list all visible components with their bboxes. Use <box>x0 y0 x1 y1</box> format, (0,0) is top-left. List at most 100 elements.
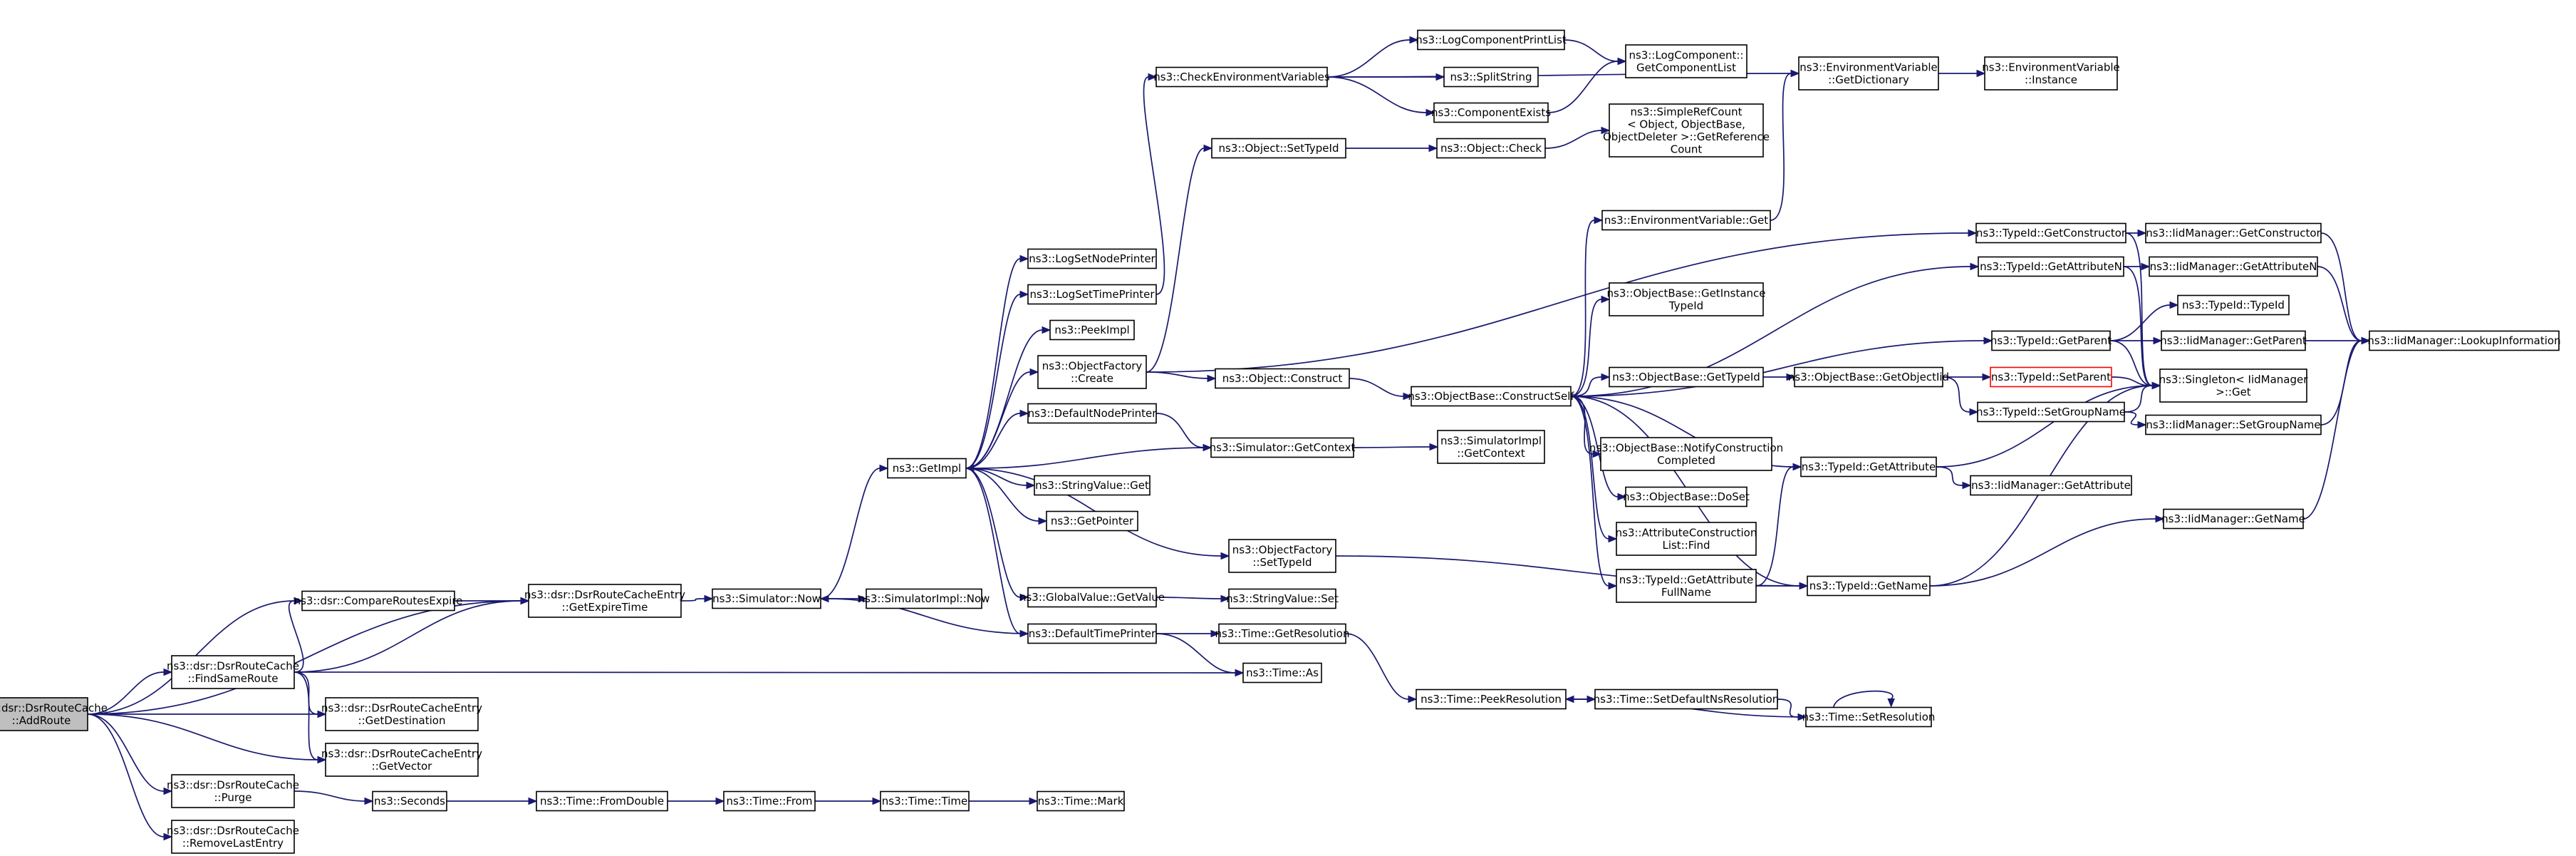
arrowhead <box>1203 144 1213 153</box>
node-peekimpl[interactable]: ns3::PeekImpl <box>1049 319 1135 341</box>
node-objsettypeid[interactable]: ns3::Object::SetTypeId <box>1211 138 1346 159</box>
node-defaultnodeprinter[interactable]: ns3::DefaultNodePrinter <box>1027 403 1158 424</box>
node-timefromdouble[interactable]: ns3::Time::FromDouble <box>536 790 668 812</box>
node-label: ns3::GetPointer <box>1051 515 1134 527</box>
node-simimplgetcontext[interactable]: ns3::SimulatorImpl::GetContext <box>1437 430 1545 464</box>
node-box <box>1436 138 1546 159</box>
node-checkenv[interactable]: ns3::CheckEnvironmentVariables <box>1153 66 1330 88</box>
node-typeidgetparent[interactable]: ns3::TypeId::GetParent <box>1990 330 2112 351</box>
edge-line <box>965 468 1021 598</box>
node-singletonget[interactable]: ns3::Singleton< IidManager >::Get <box>2159 368 2309 403</box>
node-timetime[interactable]: ns3::Time::Time <box>880 790 970 812</box>
arrowhead <box>163 668 173 676</box>
node-typeidgetconstructor[interactable]: ns3::TypeId::GetConstructor <box>1975 222 2126 244</box>
node-iidmgrgetparent[interactable]: ns3::IidManager::GetParent <box>2160 330 2307 351</box>
node-box <box>1155 66 1328 88</box>
node-envvargetdict[interactable]: ns3::EnvironmentVariable::GetDictionary <box>1798 56 1939 91</box>
node-label: ns3::TypeId::GetConstructor <box>1976 227 2126 239</box>
node-typeidgetname[interactable]: ns3::TypeId::GetName <box>1807 575 1931 597</box>
node-timefrom[interactable]: ns3::Time::From <box>723 790 816 812</box>
edge-simgetcontext-to-getimpl <box>965 447 1212 473</box>
node-typeidgetattribute[interactable]: ns3::TypeId::GetAttribute <box>1800 456 1937 478</box>
node-stringvalueget[interactable]: ns3::StringValue::Get <box>1034 475 1151 496</box>
node-getvector[interactable]: ns3::dsr::DsrRouteCacheEntry::GetVector <box>321 743 482 777</box>
node-objbasegetobjectiid[interactable]: ns3::ObjectBase::GetObjectIid <box>1788 366 1949 388</box>
arrowhead <box>1403 392 1413 401</box>
node-objbaseconstructself[interactable]: ns3::ObjectBase::ConstructSelf <box>1408 386 1574 407</box>
node-objbasedoset[interactable]: ns3::ObjectBase::DoSet <box>1623 486 1750 507</box>
edge-envvarget-to-envvargetdict <box>1770 69 1800 221</box>
node-objfactsettypeid[interactable]: ns3::ObjectFactory::SetTypeId <box>1228 539 1336 573</box>
node-objbasegettypeid[interactable]: ns3::ObjectBase::GetTypeId <box>1609 366 1764 388</box>
edge-line <box>965 371 1031 469</box>
node-objfactcreate[interactable]: ns3::ObjectFactory::Create <box>1037 355 1147 389</box>
node-logsetnodeprinter[interactable]: ns3::LogSetNodePrinter <box>1027 248 1157 269</box>
node-iidmgrgetconstructor[interactable]: ns3::IidManager::GetConstructor <box>2145 222 2322 244</box>
node-getdestination[interactable]: ns3::dsr::DsrRouteCacheEntry::GetDestina… <box>321 697 482 731</box>
node-label: ns3::CheckEnvironmentVariables <box>1153 71 1330 83</box>
arrowhead <box>1968 229 1978 237</box>
node-componentexists[interactable]: ns3::ComponentExists <box>1431 102 1551 123</box>
node-envvarinstance[interactable]: ns3::EnvironmentVariable::Instance <box>1982 56 2120 91</box>
node-objcheck[interactable]: ns3::Object::Check <box>1436 138 1546 159</box>
node-getimpl[interactable]: ns3::GetImpl <box>887 458 967 479</box>
node-label: ns3::ObjectBase::GetTypeId <box>1612 371 1760 383</box>
node-logsettimeprinter[interactable]: ns3::LogSetTimePrinter <box>1027 284 1157 305</box>
edge-seconds-to-timefromdouble <box>447 797 538 805</box>
node-getexpiretime[interactable]: ns3::dsr::DsrRouteCacheEntry::GetExpireT… <box>524 584 685 618</box>
arrowhead <box>1148 73 1158 81</box>
node-timepeekres[interactable]: ns3::Time::PeekResolution <box>1416 689 1567 710</box>
node-compareroutes[interactable]: ns3::dsr::CompareRoutesExpire <box>294 590 463 612</box>
node-iidmgrgetattribute[interactable]: ns3::IidManager::GetAttribute <box>1970 475 2132 496</box>
edge-typeidgetname-to-iidmgrgetname <box>1929 515 2165 587</box>
node-iidmgrsetgroupname[interactable]: ns3::IidManager::SetGroupName <box>2145 414 2322 435</box>
edge-objbaseconstructself-to-typeidgetattrfullname <box>1570 396 1618 590</box>
node-objbasenotify[interactable]: ns3::ObjectBase::NotifyConstructionCompl… <box>1589 437 1783 471</box>
node-simplerefcount[interactable]: ns3::SimpleRefCount< Object, ObjectBase,… <box>1603 103 1770 158</box>
node-label: ns3::TypeId::GetAttribute <box>1802 460 1936 473</box>
node-box <box>1027 587 1157 608</box>
node-logcompprintlist[interactable]: ns3::LogComponentPrintList <box>1416 29 1567 51</box>
node-box <box>171 774 295 808</box>
node-getpointer[interactable]: ns3::GetPointer <box>1046 510 1138 532</box>
edge-line <box>87 600 521 715</box>
node-timeas[interactable]: ns3::Time::As <box>1242 662 1322 684</box>
node-objconstruct[interactable]: ns3::Object::Construct <box>1215 368 1350 389</box>
node-iidmgrlookup[interactable]: ns3::IidManager::LookupInformation <box>2367 330 2561 351</box>
node-typeidgetattributen[interactable]: ns3::TypeId::GetAttributeN <box>1978 256 2124 277</box>
node-label: ns3::dsr::DsrRouteCache <box>167 824 299 837</box>
node-stringvalueset[interactable]: ns3::StringValue::Set <box>1226 588 1339 609</box>
node-iidmgrgetattributen[interactable]: ns3::IidManager::GetAttributeN <box>2149 256 2318 277</box>
node-box <box>1443 66 1539 88</box>
node-removelast[interactable]: ns3::dsr::DsrRouteCache::RemoveLastEntry <box>167 820 299 854</box>
node-label: ns3::dsr::DsrRouteCache <box>167 659 299 672</box>
node-simimplnow[interactable]: ns3::SimulatorImpl::Now <box>858 588 990 609</box>
edge-line <box>965 329 1043 469</box>
node-simgetcontext[interactable]: ns3::Simulator::GetContext <box>1210 437 1356 458</box>
node-defaulttimeprinter[interactable]: ns3::DefaultTimePrinter <box>1027 623 1157 644</box>
node-timesetdefaultns[interactable]: ns3::Time::SetDefaultNsResolution <box>1594 689 1780 710</box>
node-iidmgrgetname[interactable]: ns3::IidManager::GetName <box>2161 508 2305 530</box>
node-simnow[interactable]: ns3::Simulator::Now <box>712 588 821 609</box>
node-globalvalueget[interactable]: ns3::GlobalValue::GetValue <box>1019 587 1165 608</box>
node-timegetres[interactable]: ns3::Time::GetResolution <box>1215 623 1350 644</box>
node-logcompgetcomplist[interactable]: ns3::LogComponent::GetComponentList <box>1625 44 1747 78</box>
node-label: ::GetDestination <box>358 714 446 727</box>
node-label: ns3::TypeId::TypeId <box>2182 299 2285 311</box>
node-typeidtypeid[interactable]: ns3::TypeId::TypeId <box>2177 294 2290 316</box>
node-addroute[interactable]: ns3::dsr::DsrRouteCache::AddRoute <box>0 697 108 731</box>
arrowhead <box>1425 108 1435 117</box>
node-typeidsetgroupname[interactable]: ns3::TypeId::SetGroupName <box>1976 401 2126 423</box>
node-timemark[interactable]: ns3::Time::Mark <box>1037 790 1125 812</box>
node-typeidsetparent[interactable]: ns3::TypeId::SetParent <box>1990 366 2112 388</box>
node-splitstring[interactable]: ns3::SplitString <box>1443 66 1539 88</box>
node-box <box>2149 256 2318 277</box>
node-purge[interactable]: ns3::dsr::DsrRouteCache::Purge <box>167 774 299 808</box>
node-timesetres[interactable]: ns3::Time::SetResolution <box>1802 706 1936 728</box>
node-findsameroute[interactable]: ns3::dsr::DsrRouteCache::FindSameRoute <box>167 655 299 689</box>
node-seconds[interactable]: ns3::Seconds <box>372 790 447 812</box>
node-envvarget[interactable]: ns3::EnvironmentVariable::Get <box>1601 210 1771 231</box>
